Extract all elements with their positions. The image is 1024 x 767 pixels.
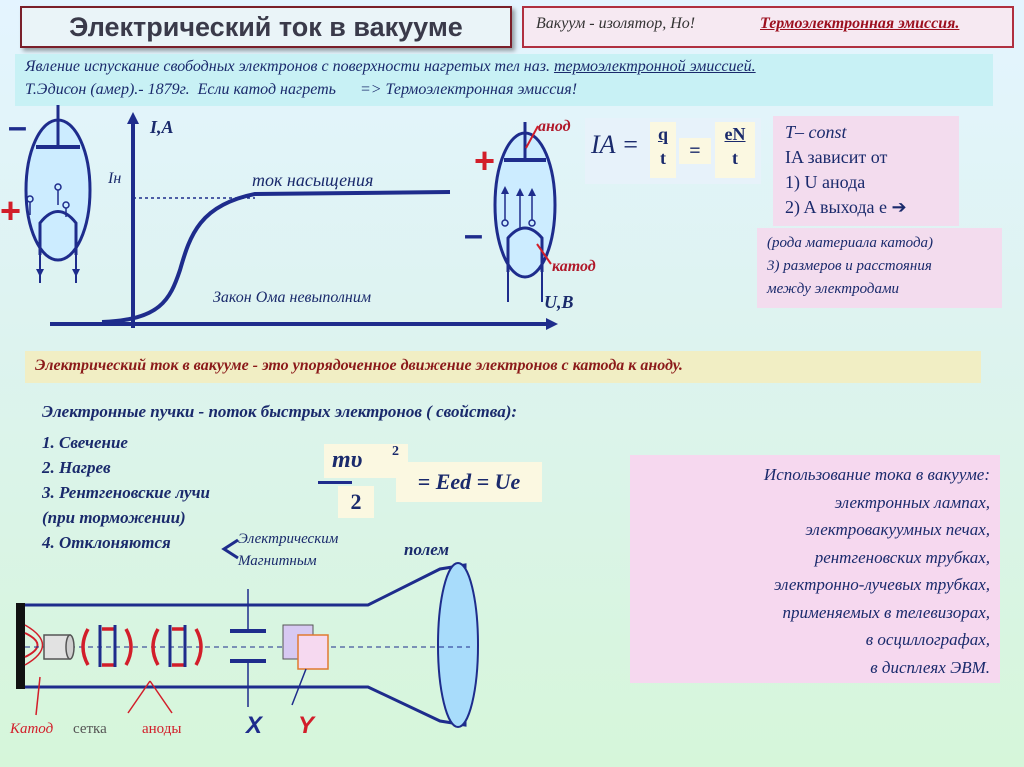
use-item: рентгеновских трубках, xyxy=(814,547,990,567)
anode-label: анод xyxy=(538,118,571,135)
conditions-list: T– const IA зависит от 1) U анода 2) A в… xyxy=(785,120,907,220)
denominator-t2: t xyxy=(732,148,738,168)
use-item: в осциллографах, xyxy=(865,630,990,649)
thermionic-emission-highlight: Термоэлектронная эмиссия. xyxy=(760,15,960,32)
work-function-list: (рода материала катода) 3) размеров и ра… xyxy=(767,232,933,301)
field-word: полем xyxy=(404,540,450,559)
energy-numerator-box: mυ 2 xyxy=(324,444,408,478)
crt-y-label: Y xyxy=(298,712,315,739)
beam-prop-glow: 1. Свечение xyxy=(42,433,128,452)
arrow-right-icon: ➔ xyxy=(891,197,907,217)
right-tube-minus: – xyxy=(464,216,483,254)
beam-prop-braking: (при торможении) xyxy=(42,508,186,527)
intro-line-1: Явление испускание свободных электронов … xyxy=(25,58,756,76)
vacuum-insulator-text: Вакуум - изолятор, Но! xyxy=(536,15,696,32)
deflect-electric: Электрическим xyxy=(238,531,339,547)
formula-lhs: IA = xyxy=(591,130,640,159)
energy-numerator: mυ xyxy=(332,447,363,473)
energy-formula: mυ 2 2 xyxy=(316,444,408,520)
saturation-curve-label: ток насыщения xyxy=(252,170,374,190)
condition-work-fn-text: 2) A выхода е xyxy=(785,197,888,217)
intro-term: термоэлектронной эмиссией. xyxy=(553,58,756,75)
saturation-current-label: Iн xyxy=(108,170,122,187)
definition-text: Электрический ток в вакууме - это упоряд… xyxy=(35,357,683,374)
formula-equals: = xyxy=(679,138,711,164)
graph-x-label: U,B xyxy=(544,292,574,312)
right-tube-diagram xyxy=(493,122,557,302)
right-tube-plus: + xyxy=(474,140,496,181)
uses-list: Использование тока в вакууме: электронны… xyxy=(764,461,990,681)
fraction-bar xyxy=(318,481,352,484)
uses-heading: Использование тока в вакууме: xyxy=(763,465,990,484)
conditions-box: T– const IA зависит от 1) U анода 2) A в… xyxy=(773,116,959,226)
energy-rhs: = Eed = Ue xyxy=(396,462,542,502)
title-box: Электрический ток в вакууме xyxy=(20,6,512,48)
uses-box: Использование тока в вакууме: электронны… xyxy=(630,455,1000,683)
use-item: применяемых в телевизорах, xyxy=(782,602,990,622)
energy-denominator: 2 xyxy=(338,486,374,518)
cathode-label: катод xyxy=(552,258,596,275)
intro-line-2: Т.Эдисон (амер).- 1879г. Если катод нагр… xyxy=(25,81,578,98)
prop-material: (рода материала катода) xyxy=(767,235,934,251)
current-formula: IA = q t = eN t xyxy=(585,118,761,184)
definition-box: Электрический ток в вакууме - это упоряд… xyxy=(25,351,981,383)
condition-u-anode: 1) U анода xyxy=(785,172,866,192)
crt-cathode-label: Катод xyxy=(10,721,54,737)
intro-box: Явление испускание свободных электронов … xyxy=(15,54,993,106)
energy-exponent: 2 xyxy=(392,444,399,459)
saturation-graph xyxy=(50,112,558,330)
crt-x-label: X xyxy=(246,712,263,739)
use-item: электронно-лучевых трубках, xyxy=(773,575,990,594)
top-right-note: Вакуум - изолятор, Но! Термоэлектронная … xyxy=(522,6,1014,48)
beam-prop-xray: 3. Рентгеновские лучи xyxy=(42,483,210,502)
use-item: в дисплеях ЭВМ. xyxy=(870,657,990,677)
prop-size: 3) размеров и расстояния xyxy=(767,258,932,274)
fraction-en-t: eN t xyxy=(715,122,755,178)
anode-pointer xyxy=(525,125,539,149)
deflect-magnetic: Магнитным xyxy=(238,553,317,569)
use-item: электровакуумных печах, xyxy=(805,520,990,539)
condition-work-fn: 2) A выхода е ➔ xyxy=(785,195,907,220)
numerator-q: q xyxy=(657,124,668,144)
left-tube-minus: – xyxy=(8,108,27,146)
beams-heading: Электронные пучки - поток быстрых электр… xyxy=(42,402,518,421)
page-title: Электрический ток в вакууме xyxy=(69,12,463,42)
graph-y-label: I,A xyxy=(150,117,174,137)
intro-text: Явление испускание свободных электронов … xyxy=(25,58,550,75)
crt-anodes-label: аноды xyxy=(142,721,182,737)
crt-diagram xyxy=(16,562,479,728)
beam-prop-deflect: 4. Отклоняются xyxy=(42,533,171,552)
work-function-props: (рода материала катода) 3) размеров и ра… xyxy=(757,228,1002,308)
beam-prop-heat: 2. Нагрев xyxy=(42,458,111,477)
denominator-t: t xyxy=(660,148,666,168)
condition-t-const: T– const xyxy=(785,122,847,142)
left-tube-diagram xyxy=(24,105,92,283)
condition-depends: IA зависит от xyxy=(785,147,888,167)
use-item: электронных лампах, xyxy=(834,492,990,512)
prop-distance: между электродами xyxy=(767,281,900,297)
crt-grid-label: сетка xyxy=(73,721,107,737)
brace-icon xyxy=(221,538,239,560)
cathode-pointer xyxy=(536,243,552,265)
left-tube-plus: + xyxy=(0,190,22,231)
fraction-q-t: q t xyxy=(650,122,676,178)
beams-properties-list: 1. Свечение 2. Нагрев 3. Рентгеновские л… xyxy=(42,430,210,555)
numerator-en: eN xyxy=(724,124,746,144)
ohm-law-note: Закон Ома невыполним xyxy=(213,289,372,306)
